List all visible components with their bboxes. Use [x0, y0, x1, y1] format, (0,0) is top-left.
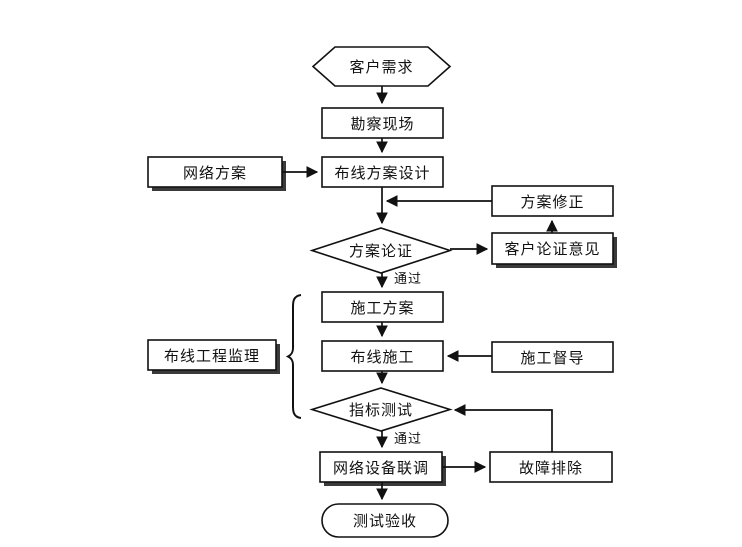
node-cabling-supervision[interactable]: [147, 339, 277, 371]
node-fault-troubleshooting[interactable]: [489, 451, 613, 483]
edge-label-metric-test-pass: 通过: [394, 432, 423, 447]
node-network-plan[interactable]: [147, 156, 283, 188]
node-customer-review-opinion[interactable]: [491, 232, 614, 265]
node-construction-plan[interactable]: [321, 291, 444, 323]
node-plan-revision[interactable]: [491, 185, 614, 217]
node-network-device-commissioning[interactable]: [319, 451, 443, 483]
brace-supervision: [285, 294, 302, 419]
edge-label-plan-review-pass: 通过: [394, 272, 423, 287]
node-customer-requirement[interactable]: [311, 46, 452, 87]
node-test-acceptance[interactable]: [321, 503, 449, 538]
node-metric-test[interactable]: [309, 387, 453, 432]
node-site-survey[interactable]: [321, 107, 444, 139]
node-shapes: [147, 46, 617, 538]
node-cabling-plan-design[interactable]: [321, 156, 444, 188]
node-construction-oversight[interactable]: [491, 341, 614, 373]
node-cabling-construction[interactable]: [321, 340, 444, 372]
node-plan-review[interactable]: [309, 227, 453, 274]
connectors: [282, 86, 558, 501]
edge-fault-to-metric-test: [453, 404, 553, 452]
